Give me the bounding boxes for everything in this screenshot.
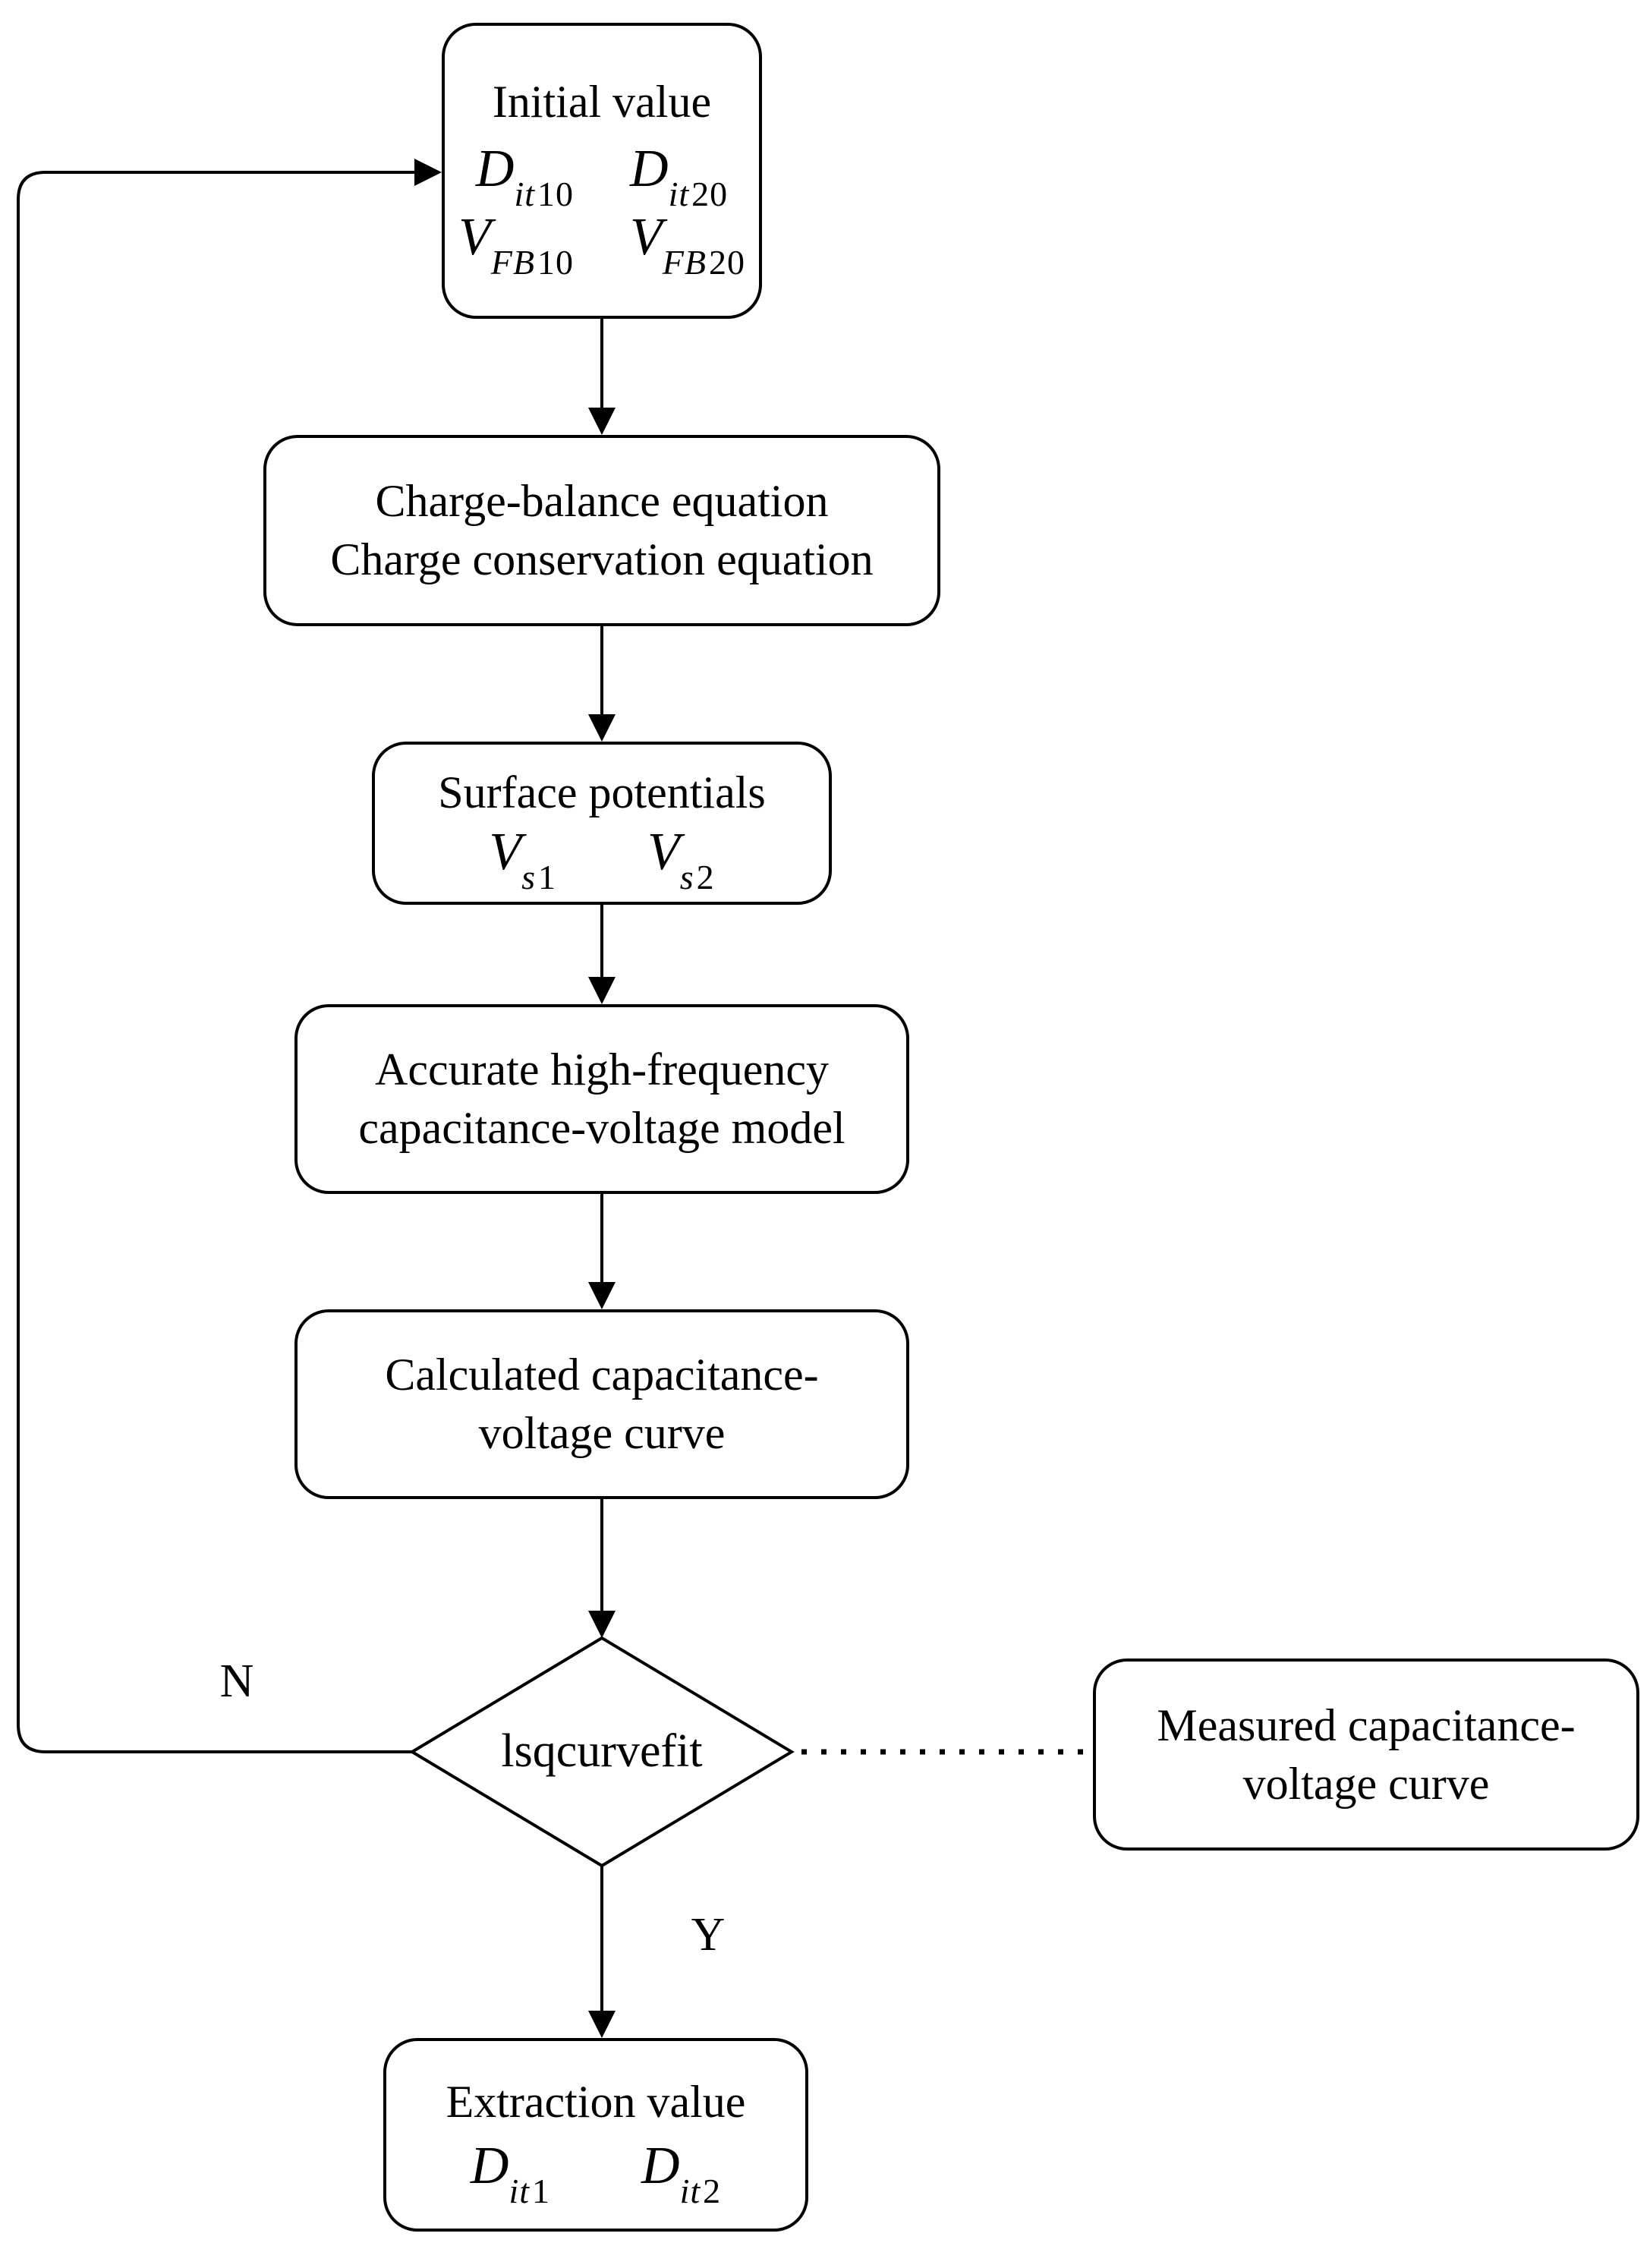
calculated-curve-line2: voltage curve [478, 1408, 726, 1458]
extraction-symbols-row: Dit1 Dit2 [470, 2136, 721, 2209]
charge-equations-line1: Charge-balance equation [375, 476, 829, 527]
calculated-curve-line1: Calculated capacitance- [385, 1350, 819, 1400]
symbol-dit2-base: D [641, 2136, 680, 2195]
node-cv-model: Accurate high-frequency capacitance-volt… [294, 1004, 909, 1194]
symbol-dit10-sub-number: 10 [537, 174, 574, 213]
node-calculated-curve: Calculated capacitance- voltage curve [294, 1309, 909, 1499]
symbol-dit20-sub-number: 20 [691, 174, 729, 213]
symbol-dit2-sub-number: 2 [703, 2171, 722, 2210]
arrow-model-to-calculated-head [588, 1282, 616, 1309]
loop-back-line [17, 171, 414, 1753]
node-extraction-value: Extraction value Dit1 Dit2 [383, 2038, 808, 2232]
symbol-vs2-base: V [647, 822, 680, 881]
symbol-vs2-sub-italic: s [679, 857, 694, 896]
measured-curve-line1: Measured capacitance- [1157, 1699, 1576, 1750]
arrow-decision-to-extraction-head [588, 2011, 616, 2038]
node-initial-value: Initial value Dit10 Dit20 VFB10 VFB20 [442, 23, 762, 319]
symbol-vs1-sub-number: 1 [538, 857, 556, 896]
cv-model-line1: Accurate high-frequency [374, 1044, 829, 1095]
symbol-vfb10-sub-number: 10 [537, 243, 574, 282]
node-decision-lsqcurvefit: lsqcurvefit [501, 1725, 703, 1777]
symbol-vfb20-base: V [630, 208, 663, 267]
arrow-charge-to-surface-head [588, 714, 616, 742]
symbol-dit20-base: D [630, 139, 669, 198]
symbol-vfb10-sub-italic: FB [490, 243, 535, 282]
symbol-dit1-sub-number: 1 [532, 2171, 550, 2210]
arrow-surface-to-model-head [588, 977, 616, 1004]
branch-label-yes: Y [691, 1909, 726, 1961]
symbol-dit1-sub-italic: it [509, 2171, 530, 2210]
symbol-dit1: Dit1 [470, 2136, 550, 2209]
arrow-initial-to-charge-head [588, 408, 616, 435]
cv-model-line2: capacitance-voltage model [358, 1103, 845, 1153]
charge-equations-line2: Charge conservation equation [330, 534, 874, 584]
symbol-dit20-sub-italic: it [668, 174, 690, 213]
symbol-vs1: Vs1 [489, 822, 556, 895]
symbol-vfb20-sub-italic: FB [662, 243, 707, 282]
initial-symbols-row-1: Dit10 Dit20 [475, 139, 728, 212]
symbol-vfb20-sub-number: 20 [708, 243, 745, 282]
symbol-vfb20: VFB20 [630, 207, 745, 280]
symbol-dit10-base: D [475, 139, 515, 198]
initial-symbols-row-2: VFB10 VFB20 [458, 207, 745, 280]
symbol-dit10-sub-italic: it [514, 174, 535, 213]
surface-potentials-title: Surface potentials [438, 767, 766, 817]
extraction-value-title: Extraction value [446, 2076, 746, 2127]
initial-value-title: Initial value [492, 77, 712, 128]
symbol-vfb10: VFB10 [458, 207, 574, 280]
symbol-dit2: Dit2 [641, 2136, 721, 2209]
node-measured-curve: Measured capacitance- voltage curve [1093, 1658, 1639, 1851]
symbol-vs1-base: V [489, 822, 522, 881]
symbol-dit1-base: D [470, 2136, 509, 2195]
branch-label-no: N [219, 1655, 254, 1707]
symbol-vfb10-base: V [458, 208, 491, 267]
arrow-calculated-to-decision-head [588, 1611, 616, 1638]
surface-symbols-row: Vs1 Vs2 [489, 822, 715, 895]
symbol-dit10: Dit10 [475, 139, 574, 212]
node-surface-potentials: Surface potentials Vs1 Vs2 [372, 742, 832, 905]
symbol-vs1-sub-italic: s [521, 857, 536, 896]
loop-back-arrowhead [414, 159, 442, 186]
symbol-dit2-sub-italic: it [679, 2171, 701, 2210]
symbol-vs2-sub-number: 2 [696, 857, 715, 896]
symbol-dit20: Dit20 [630, 139, 728, 212]
node-charge-equations: Charge-balance equation Charge conservat… [263, 435, 940, 626]
measured-curve-line2: voltage curve [1242, 1758, 1490, 1809]
symbol-vs2: Vs2 [647, 822, 715, 895]
